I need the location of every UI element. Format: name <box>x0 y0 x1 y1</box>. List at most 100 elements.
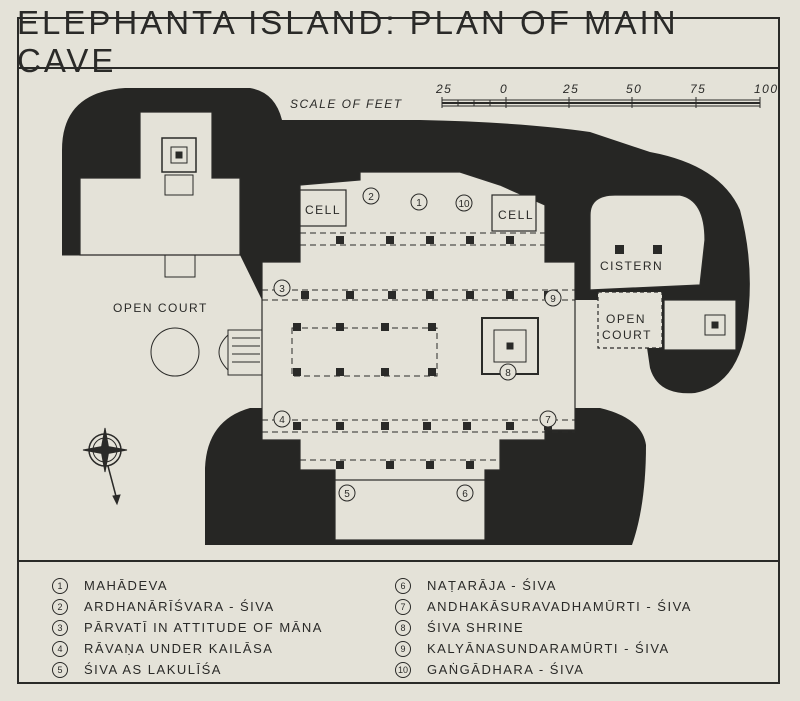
legend-number: 4 <box>52 640 68 657</box>
east-shrine-cell <box>704 314 726 336</box>
east-court-label-1: OPEN <box>606 312 646 326</box>
pillar <box>466 461 474 469</box>
cell-right-label: CELL <box>498 208 534 222</box>
pillar <box>506 422 514 430</box>
west-court-label: OPEN COURT <box>113 301 208 315</box>
legend-number: 5 <box>52 661 68 678</box>
legend-number: 7 <box>395 598 411 615</box>
legend-number: 3 <box>52 619 68 636</box>
legend-column-right: 6 NAṬARĀJA - ŚIVA 7 ANDHAKĀSURAVADHAMŪRTI -… <box>395 575 692 680</box>
marker-5: 5 <box>338 484 356 502</box>
pillars <box>293 236 552 469</box>
legend-item: 6 NAṬARĀJA - ŚIVA <box>395 575 692 596</box>
marker-10: 10 <box>455 194 473 212</box>
marker-number: 6 <box>462 489 468 500</box>
marker-number: 4 <box>279 415 285 426</box>
marker-1: 1 <box>410 193 428 211</box>
marker-number: 8 <box>505 368 511 379</box>
east-shrine <box>663 299 737 351</box>
legend-number: 10 <box>395 661 411 678</box>
legend-label: RĀVAṆA UNDER KAILĀSA <box>84 641 274 656</box>
west-court <box>62 254 263 377</box>
scale-label: SCALE OF FEET <box>290 97 403 111</box>
pillar <box>386 461 394 469</box>
outer-frame <box>17 17 780 684</box>
pillar <box>336 422 344 430</box>
west-court-circle <box>150 327 200 377</box>
marker-number: 2 <box>368 192 374 203</box>
legend-label: GAṄGĀDHARA - ŚIVA <box>427 662 585 677</box>
legend-item: 5 ŚIVA AS LAKULĪŚA <box>52 659 323 680</box>
pillar <box>381 368 389 376</box>
east-court-label-2: COURT <box>602 328 652 342</box>
scale-tick-label: 25 <box>435 82 452 96</box>
pillar <box>506 291 514 299</box>
marker-number: 3 <box>279 284 285 295</box>
pillar <box>301 291 309 299</box>
legend-label: MAHĀDEVA <box>84 578 168 593</box>
marker-number: 5 <box>344 489 350 500</box>
legend-number: 8 <box>395 619 411 636</box>
east-open-court <box>597 291 663 349</box>
legend-item: 3 PĀRVATĪ IN ATTITUDE OF MĀNA <box>52 617 323 638</box>
cistern-pillar <box>615 245 624 254</box>
marker-number: 9 <box>550 294 556 305</box>
title-box: ELEPHANTA ISLAND: PLAN OF MAIN CAVE <box>17 4 780 79</box>
marker-number: 7 <box>545 415 551 426</box>
legend-item: 9 KALYĀNASUNDARAMŪRTI - ŚIVA <box>395 638 692 659</box>
scale-tick-label: 50 <box>626 82 642 96</box>
legend-item: 10 GAṄGĀDHARA - ŚIVA <box>395 659 692 680</box>
cell-left <box>299 189 347 227</box>
cell-left-label: CELL <box>305 203 341 217</box>
legend-label: ŚIVA AS LAKULĪŚA <box>84 662 222 677</box>
cistern-pillar <box>653 245 662 254</box>
legend-number: 6 <box>395 577 411 594</box>
scale-tick-label: 75 <box>690 82 706 96</box>
pillar <box>336 323 344 331</box>
pillar <box>423 422 431 430</box>
pillar <box>386 236 394 244</box>
pillar <box>293 368 301 376</box>
marker-3: 3 <box>273 279 291 297</box>
legend-item: 2 ARDHANĀRĪŚVARA - ŚIVA <box>52 596 323 617</box>
marker-9: 9 <box>544 289 562 307</box>
legend-item: 7 ANDHAKĀSURAVADHAMŪRTI - ŚIVA <box>395 596 692 617</box>
pillar <box>336 368 344 376</box>
marker-4: 4 <box>273 410 291 428</box>
legend-label: ANDHAKĀSURAVADHAMŪRTI - ŚIVA <box>427 599 692 614</box>
legend-number: 9 <box>395 640 411 657</box>
page-title: ELEPHANTA ISLAND: PLAN OF MAIN CAVE <box>17 4 679 79</box>
legend-number: 2 <box>52 598 68 615</box>
cell-right <box>491 194 537 232</box>
pillar <box>506 236 514 244</box>
marker-6: 6 <box>456 484 474 502</box>
aisle-lines <box>262 232 575 461</box>
pillar <box>381 323 389 331</box>
cistern-label: CISTERN <box>600 259 663 273</box>
pillar <box>293 422 301 430</box>
compass-rose-icon <box>82 427 128 506</box>
west-stairs <box>227 329 263 376</box>
pillar <box>466 236 474 244</box>
pillar <box>346 291 354 299</box>
legend-item: 4 RĀVAṆA UNDER KAILĀSA <box>52 638 323 659</box>
legend-label: NAṬARĀJA - ŚIVA <box>427 578 557 593</box>
legend-label: ARDHANĀRĪŚVARA - ŚIVA <box>84 599 275 614</box>
marker-7: 7 <box>539 410 557 428</box>
scale-tick-label: 25 <box>562 82 579 96</box>
legend-label: KALYĀNASUNDARAMŪRTI - ŚIVA <box>427 641 670 656</box>
pillar <box>293 323 301 331</box>
legend-divider <box>17 560 780 562</box>
marker-2: 2 <box>362 187 380 205</box>
marker-8: 8 <box>499 363 517 381</box>
pillar <box>388 291 396 299</box>
legend-label: PĀRVATĪ IN ATTITUDE OF MĀNA <box>84 620 323 635</box>
pillar <box>463 422 471 430</box>
scale-tick-label: 100 <box>754 82 779 96</box>
pillar <box>426 236 434 244</box>
